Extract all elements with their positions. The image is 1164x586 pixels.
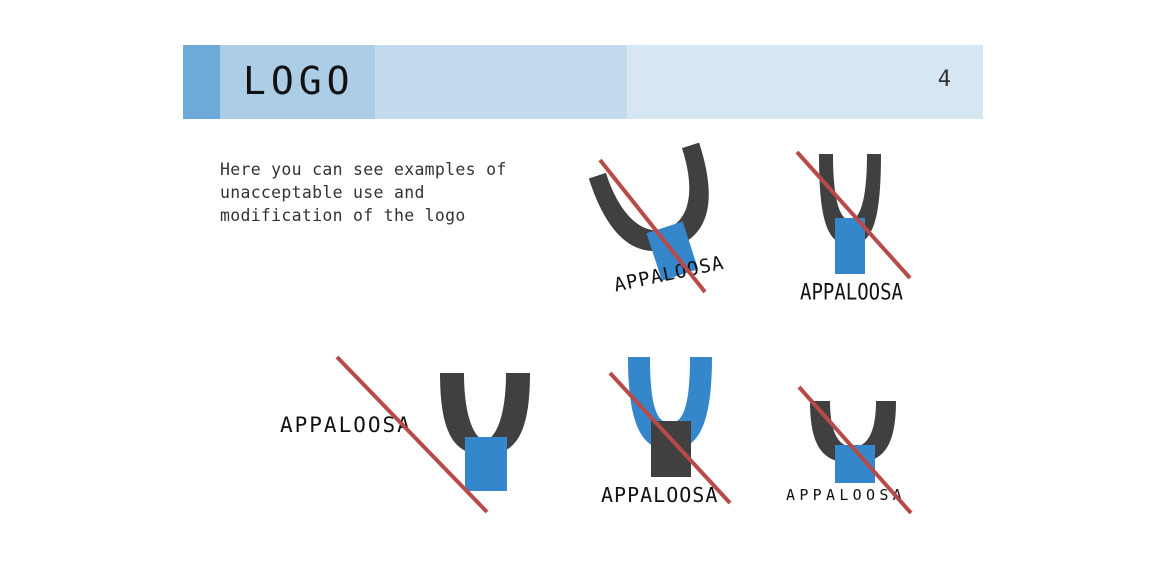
logo-mark (440, 373, 530, 491)
strike-line (335, 355, 489, 514)
example-stretched-logo: APPALOOSA (795, 150, 925, 310)
brand-wordmark: APPALOOSA (786, 486, 906, 504)
brand-wordmark: APPALOOSA (280, 413, 412, 437)
logo-mark (628, 357, 712, 477)
description-line: unacceptable use and (220, 183, 425, 202)
description-line: modification of the logo (220, 206, 466, 225)
header-title-block (220, 45, 375, 119)
strike-line (598, 158, 707, 294)
description-text: Here you can see examples of unacceptabl… (220, 158, 560, 227)
header-accent-block (183, 45, 220, 119)
page-title: LOGO (243, 59, 355, 103)
example-repositioned-wordmark: APPALOOSA (280, 355, 540, 520)
header-band-middle (375, 45, 627, 119)
brand-wordmark: APPALOOSA (800, 280, 903, 306)
example-wide-spacing: APPALOOSA (785, 385, 935, 520)
example-inverted-colors: APPALOOSA (600, 355, 745, 510)
logo-mark (819, 154, 881, 274)
strike-line (608, 371, 732, 505)
description-line: Here you can see examples of (220, 160, 507, 179)
example-rotated-logo: APPALOOSA (588, 142, 760, 320)
header-band-right (627, 45, 983, 119)
brand-wordmark: APPALOOSA (601, 483, 719, 507)
strike-line (797, 385, 913, 515)
page-header: LOGO 4 (183, 45, 983, 119)
page-number: 4 (937, 67, 951, 92)
strike-line (795, 150, 912, 280)
